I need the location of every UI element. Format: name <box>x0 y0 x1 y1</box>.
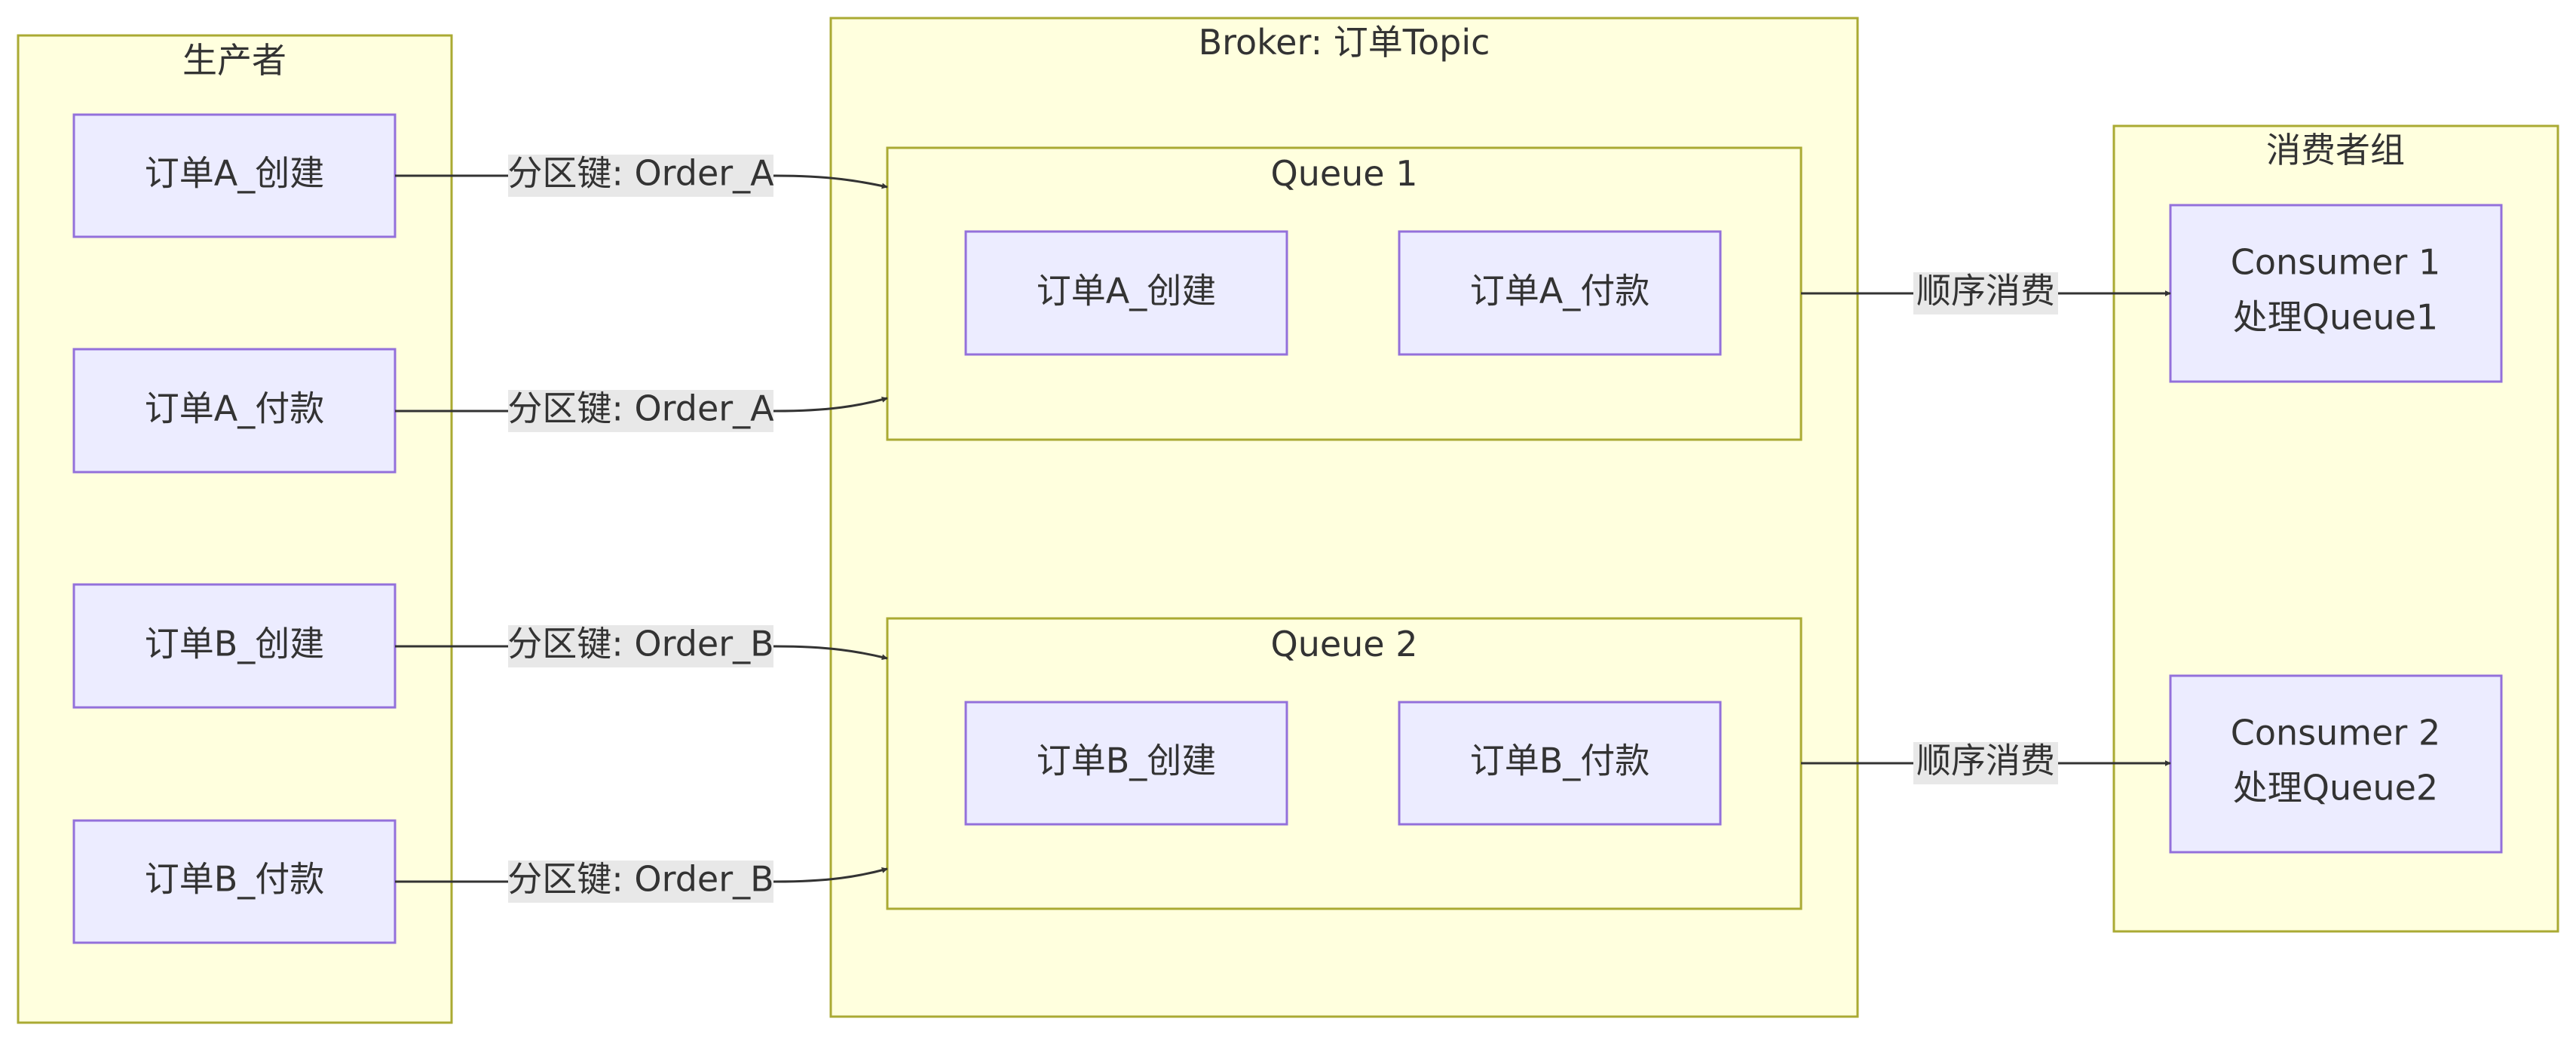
producer-node-a-create[interactable]: 订单A_创建 <box>72 113 397 238</box>
consumer-node-1-line1: Consumer 1 <box>2231 242 2440 283</box>
edge-label-c2: 顺序消费 <box>1913 741 2058 784</box>
edge-label-p3-text: 分区键: Order_B <box>507 624 773 664</box>
producer-node-b-create-box <box>72 583 397 709</box>
producer-node-a-pay[interactable]: 订单A_付款 <box>72 348 397 474</box>
consumer-node-2-box <box>2169 674 2503 854</box>
edge-label-c1-text: 顺序消费 <box>1916 271 2055 311</box>
edge-producer-a-pay-to-queue1 <box>395 397 888 413</box>
consumers-title: 消费者组 <box>2266 130 2405 170</box>
producer-node-b-pay[interactable]: 订单B_付款 <box>72 819 397 944</box>
queue2-node-b-pay[interactable]: 订单B_付款 <box>1398 701 1722 826</box>
edge-producer-a-create-to-queue1 <box>395 174 888 189</box>
edge-label-p2-bg <box>508 390 773 432</box>
edge-label-p2-text: 分区键: Order_A <box>507 388 774 429</box>
producer-node-b-pay-label: 订单B_付款 <box>145 859 325 900</box>
queue1-title: Queue 1 <box>1270 153 1417 194</box>
edge-producer-b-pay-to-queue2 <box>395 867 888 883</box>
edge-label-c2-bg <box>1913 742 2058 784</box>
edge-label-p2: 分区键: Order_A <box>507 388 774 432</box>
producer-node-a-pay-box <box>72 348 397 474</box>
queue2-title: Queue 2 <box>1270 624 1417 664</box>
consumer-node-1[interactable]: Consumer 1 处理Queue1 <box>2169 204 2503 383</box>
consumer-node-1-line2: 处理Queue1 <box>2233 297 2438 338</box>
producer-node-b-pay-box <box>72 819 397 944</box>
queue1-node-a-create-label: 订单A_创建 <box>1037 271 1216 311</box>
edge-label-p3-bg <box>508 625 773 667</box>
edge-label-c1: 顺序消费 <box>1913 271 2058 314</box>
queue1-node-a-pay-label: 订单A_付款 <box>1470 271 1649 311</box>
producer-node-a-create-box <box>72 113 397 238</box>
queue1-node-a-pay[interactable]: 订单A_付款 <box>1398 230 1722 356</box>
producer-node-a-pay-label: 订单A_付款 <box>145 388 324 429</box>
edge-producer-b-create-to-queue2 <box>395 645 888 661</box>
edge-label-p4: 分区键: Order_B <box>507 859 774 903</box>
producer-node-b-create[interactable]: 订单B_创建 <box>72 583 397 709</box>
consumer-node-2[interactable]: Consumer 2 处理Queue2 <box>2169 674 2503 854</box>
consumer-node-2-line2: 处理Queue2 <box>2233 768 2438 808</box>
broker-title: Broker: 订单Topic <box>1199 22 1490 63</box>
consumer-node-1-box <box>2169 204 2503 383</box>
queue2-node-b-pay-label: 订单B_付款 <box>1470 741 1650 781</box>
queue2-node-b-create-box <box>964 701 1288 826</box>
queue1-node-a-pay-box <box>1398 230 1722 356</box>
queue1-node-a-create[interactable]: 订单A_创建 <box>964 230 1288 356</box>
queue1-node-a-create-box <box>964 230 1288 356</box>
producer-node-b-create-label: 订单B_创建 <box>145 624 325 664</box>
producers-title: 生产者 <box>182 40 286 81</box>
edge-label-p1-bg <box>508 155 773 197</box>
edge-label-p4-bg <box>508 861 773 903</box>
queue2-node-b-pay-box <box>1398 701 1722 826</box>
edge-label-c1-bg <box>1913 272 2058 314</box>
queue2-node-b-create[interactable]: 订单B_创建 <box>964 701 1288 826</box>
producer-node-a-create-label: 订单A_创建 <box>145 153 324 194</box>
edge-label-p1: 分区键: Order_A <box>507 153 774 197</box>
consumer-node-2-line1: Consumer 2 <box>2231 713 2440 753</box>
edge-label-c2-text: 顺序消费 <box>1916 741 2055 781</box>
edge-label-p1-text: 分区键: Order_A <box>507 153 774 194</box>
edge-label-p4-text: 分区键: Order_B <box>507 859 773 900</box>
edge-label-p3: 分区键: Order_B <box>507 624 774 667</box>
queue2-node-b-create-label: 订单B_创建 <box>1037 741 1217 781</box>
